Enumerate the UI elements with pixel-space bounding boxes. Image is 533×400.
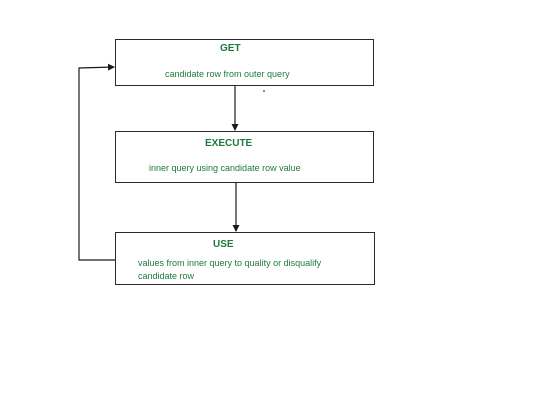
arrow-loop-back [78, 63, 115, 261]
get-step-text: candidate row from outer query [165, 69, 290, 79]
execute-step-text: inner query using candidate row value [149, 163, 301, 173]
use-step-text: values from inner query to quality or di… [138, 258, 322, 281]
get-step-box: GET candidate row from outer query [115, 39, 374, 86]
execute-step-title: EXECUTE [205, 138, 253, 149]
use-step-title: USE [213, 239, 234, 250]
use-step-box: USE values from inner query to quality o… [115, 232, 375, 285]
execute-step-box: EXECUTE inner query using candidate row … [115, 131, 374, 183]
get-step-title: GET [220, 43, 241, 54]
